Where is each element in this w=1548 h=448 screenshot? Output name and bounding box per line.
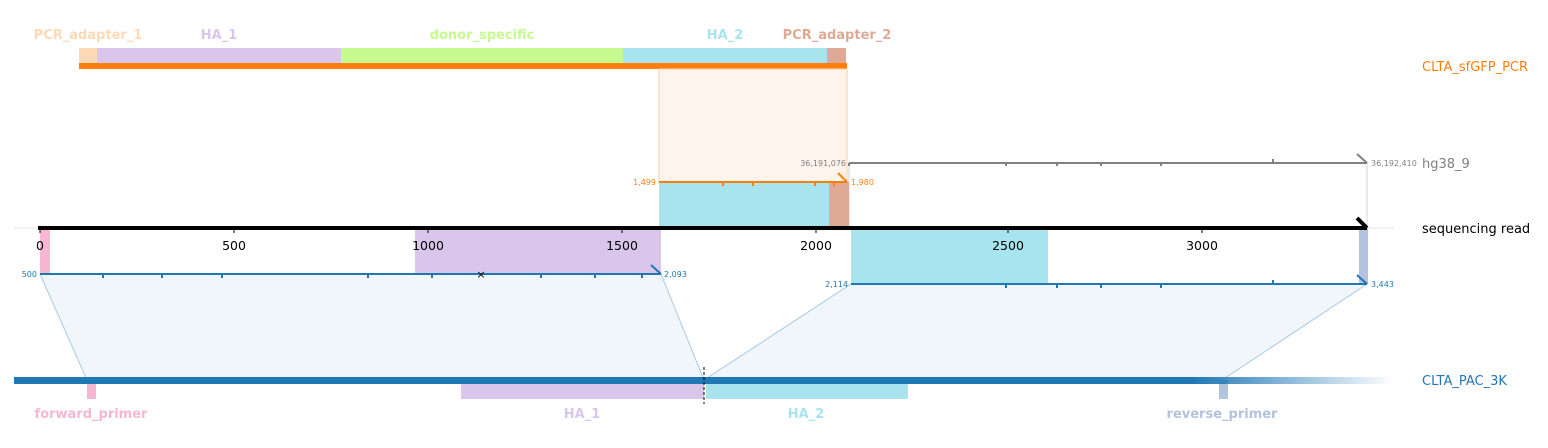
read-segment-ha-2-lower [851,228,1048,284]
plasmid-alignment-mismatch-icon: × [476,268,485,281]
genome-row-label: hg38_9 [1422,157,1470,172]
plasmid-feature-ha-2 [706,380,908,399]
pcr-feature-donor-specific [341,48,623,64]
read-axis-tick-label: 0 [36,238,44,253]
genome-alignment-arrowhead [1356,153,1368,164]
pcr-feature-ha-2 [623,48,827,64]
plasmid-feature-label-ha-2: HA_2 [788,407,825,422]
plasmid-alignment-ticks-2 [1005,280,1274,288]
plasmid-alignment-arrowhead-1 [650,264,662,275]
pcr-feature-label-pcr-adapter-1: PCR_adapter_1 [34,28,143,43]
plasmid-feature-label-reverse-primer: reverse_primer [1167,407,1279,422]
read-axis-arrowhead [1355,216,1369,230]
plasmid-alignment-fan-1 [39,273,705,381]
plasmid-feature-forward-primer [87,380,96,399]
read-axis-tick-labels: 0 500 1000 1500 2000 2500 3000 [36,238,1218,253]
read-segment-pcr-adapter-2 [829,182,849,228]
plasmid-alignment-arrowhead-2 [1356,274,1368,285]
plasmid-feature-label-ha-1: HA_1 [564,407,601,422]
read-segment-ha-1 [415,228,661,274]
plasmid-feature-reverse-primer [1219,380,1228,399]
read-segment-reverse-primer [1359,228,1368,284]
plasmid-alignment-ticks-1 [102,274,643,278]
plasmid-reference-bar [14,377,1194,384]
pcr-alignment-arrowhead [837,172,848,183]
plasmid-feature-blocks [87,380,1228,399]
plasmid-reference-bar-fade [1190,377,1394,384]
pcr-feature-labels: PCR_adapter_1 HA_1 donor_specific HA_2 P… [34,28,892,43]
genome-alignment-fan [848,162,1368,229]
pcr-feature-blocks [79,48,846,64]
plasmid-alignment-fan-2 [702,283,1369,381]
pcr-alignment-ticks [722,182,835,186]
plasmid-1-start-coord: 500 [22,270,37,279]
pcr-feature-pcr-adapter-1 [79,48,98,64]
plasmid-1-end-coord: 2,093 [664,270,687,279]
read-row-label: sequencing read [1422,222,1530,237]
read-axis-ticks [39,228,1203,233]
pcr-feature-label-ha-2: HA_2 [707,28,744,43]
pcr-feature-label-donor-specific: donor_specific [430,28,535,43]
read-segment-forward-primer [40,228,50,274]
pcr-feature-label-pcr-adapter-2: PCR_adapter_2 [783,28,892,43]
pcr-feature-ha-1 [97,48,341,64]
read-axis-tick-label: 1000 [412,238,444,253]
pcr-end-coord: 1,980 [851,178,874,187]
read-axis-tick-label: 1500 [606,238,638,253]
plasmid-feature-label-forward-primer: forward_primer [35,407,149,422]
plasmid-row-label: CLTA_PAC_3K [1422,374,1507,389]
plasmid-feature-ha-1 [461,380,704,399]
read-axis-tick-label: 3000 [1186,238,1218,253]
pcr-row-label: CLTA_sfGFP_PCR [1422,60,1528,75]
pcr-feature-label-ha-1: HA_1 [201,28,238,43]
genome-start-coord: 36,191,076 [800,159,846,168]
genome-end-coord: 36,192,410 [1371,159,1417,168]
plasmid-feature-labels: forward_primer HA_1 HA_2 reverse_primer [35,407,1279,422]
plasmid-2-end-coord: 3,443 [1371,280,1394,289]
pcr-reference-bar [79,63,847,69]
read-segment-ha-2-upper [659,182,829,228]
plasmid-2-start-coord: 2,114 [825,280,848,289]
read-axis-tick-label: 500 [222,238,246,253]
pcr-start-coord: 1,499 [633,178,656,187]
pcr-feature-pcr-adapter-2 [827,48,846,64]
genome-alignment-ticks [848,159,1274,166]
read-axis-tick-label: 2000 [800,238,832,253]
read-axis-tick-label: 2500 [992,238,1024,253]
